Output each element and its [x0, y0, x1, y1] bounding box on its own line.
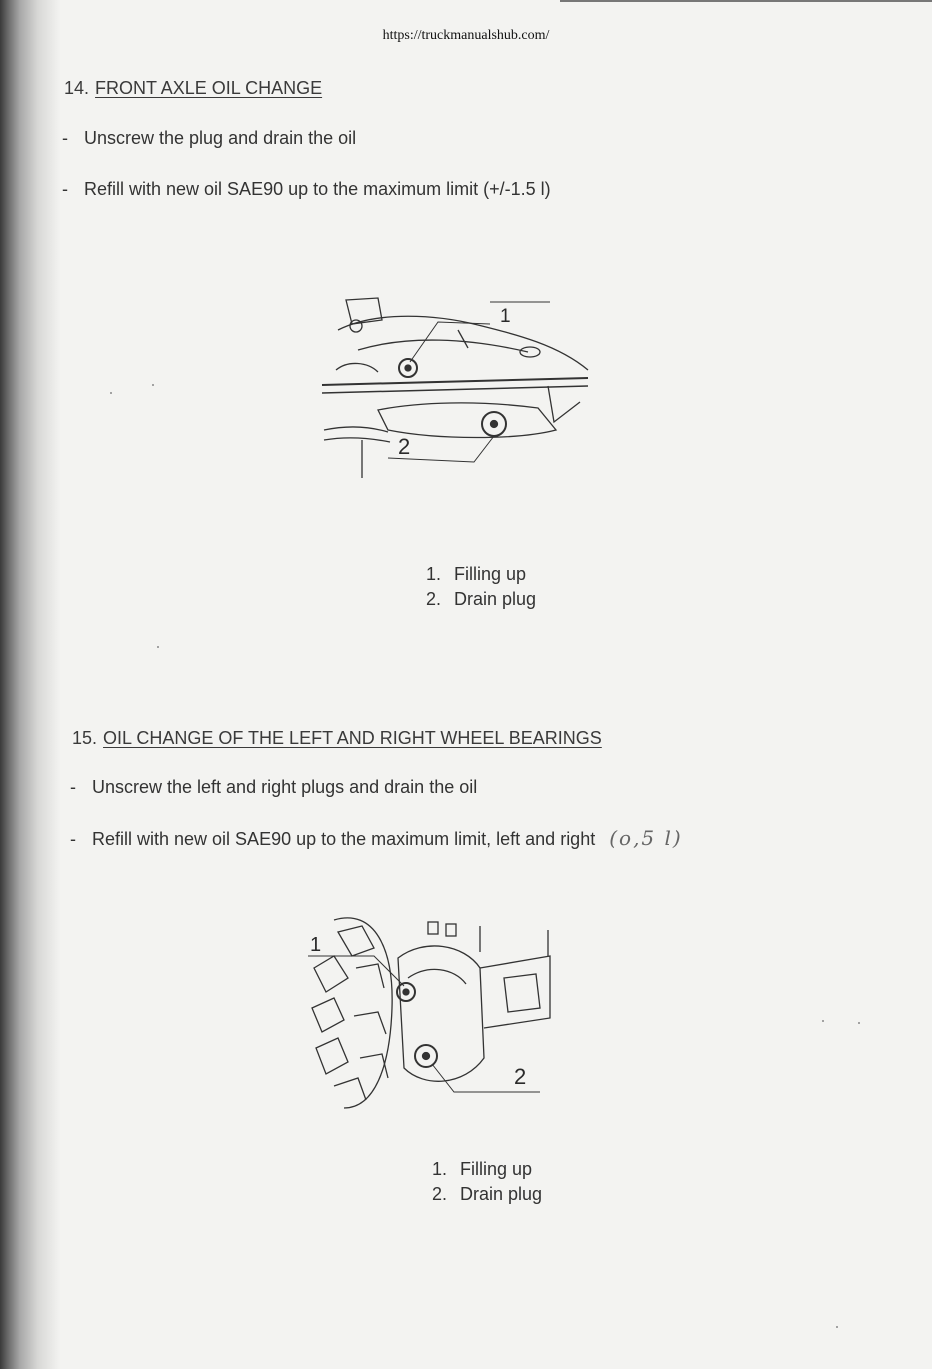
scan-speck — [822, 1020, 824, 1022]
section-14-heading: 14.FRONT AXLE OIL CHANGE — [64, 78, 322, 99]
section-title: FRONT AXLE OIL CHANGE — [95, 78, 323, 98]
wheel-bearing-diagram: 1 2 — [304, 908, 554, 1113]
section-15-legend: 1.Filling up 2.Drain plug — [432, 1157, 542, 1207]
legend-item: 1.Filling up — [432, 1159, 533, 1179]
legend-item: 1.Filling up — [426, 564, 527, 584]
section-title: OIL CHANGE OF THE LEFT AND RIGHT WHEEL B… — [103, 728, 602, 748]
step-dash: - — [70, 777, 76, 797]
step-text: Refill with new oil SAE90 up to the maxi… — [84, 179, 551, 199]
section-15-step-2: -Refill with new oil SAE90 up to the max… — [70, 826, 683, 850]
step-dash: - — [62, 179, 68, 199]
step-dash: - — [70, 829, 76, 849]
scan-speck — [836, 1326, 838, 1328]
scan-speck — [858, 1022, 860, 1024]
step-text: Unscrew the left and right plugs and dra… — [92, 777, 478, 797]
legend-item: 2.Drain plug — [426, 589, 537, 609]
scan-speck — [110, 392, 112, 394]
handwritten-note: (o,5 l) — [609, 826, 683, 850]
callout-1: 1 — [500, 306, 511, 327]
step-text: Unscrew the plug and drain the oil — [84, 128, 357, 148]
callout-2: 2 — [398, 434, 411, 459]
section-14-legend: 1.Filling up 2.Drain plug — [426, 562, 536, 612]
source-url: https://truckmanualshub.com/ — [382, 28, 550, 43]
section-number: 15. — [72, 728, 98, 748]
section-14-step-1: -Unscrew the plug and drain the oil — [62, 128, 356, 149]
front-axle-diagram: 1 2 — [318, 290, 598, 485]
section-15-heading: 15.OIL CHANGE OF THE LEFT AND RIGHT WHEE… — [72, 728, 602, 749]
step-dash: - — [62, 128, 68, 148]
legend-item: 2.Drain plug — [432, 1184, 543, 1204]
section-15-step-1: -Unscrew the left and right plugs and dr… — [70, 777, 477, 798]
top-edge-rule — [560, 0, 932, 2]
section-number: 14. — [64, 78, 90, 98]
scan-speck — [152, 384, 154, 386]
callout-2: 2 — [514, 1064, 527, 1089]
callout-1: 1 — [310, 934, 322, 956]
scan-speck — [157, 646, 159, 648]
page-binding-shadow — [0, 0, 60, 1369]
step-text: Refill with new oil SAE90 up to the maxi… — [92, 829, 596, 849]
section-14-step-2: -Refill with new oil SAE90 up to the max… — [62, 179, 551, 200]
